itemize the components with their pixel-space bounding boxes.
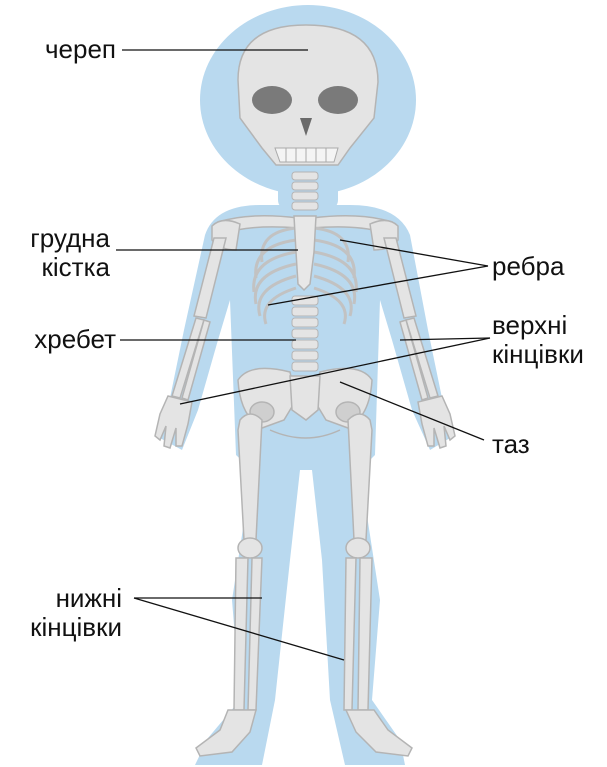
label-upper-limbs-line-2: кінцівки xyxy=(492,340,584,369)
label-spine: хребет xyxy=(4,325,116,354)
spine xyxy=(292,296,318,371)
label-sternum-line-2: кістка xyxy=(4,253,110,282)
right-eye-socket xyxy=(318,86,358,114)
label-upper-limbs: верхні кінцівки xyxy=(492,311,584,369)
label-sternum: грудна кістка xyxy=(4,224,110,282)
label-lower-limbs: нижні кінцівки xyxy=(4,584,122,642)
left-eye-socket xyxy=(252,86,292,114)
label-sternum-line-1: грудна xyxy=(4,224,110,253)
label-ribs: ребра xyxy=(492,252,564,281)
label-upper-limbs-line-1: верхні xyxy=(492,311,584,340)
label-lower-limbs-line-1: нижні xyxy=(4,584,122,613)
left-leg xyxy=(196,414,262,756)
label-lower-limbs-line-2: кінцівки xyxy=(4,613,122,642)
label-pelvis: таз xyxy=(492,430,530,459)
label-skull: череп xyxy=(14,35,116,64)
